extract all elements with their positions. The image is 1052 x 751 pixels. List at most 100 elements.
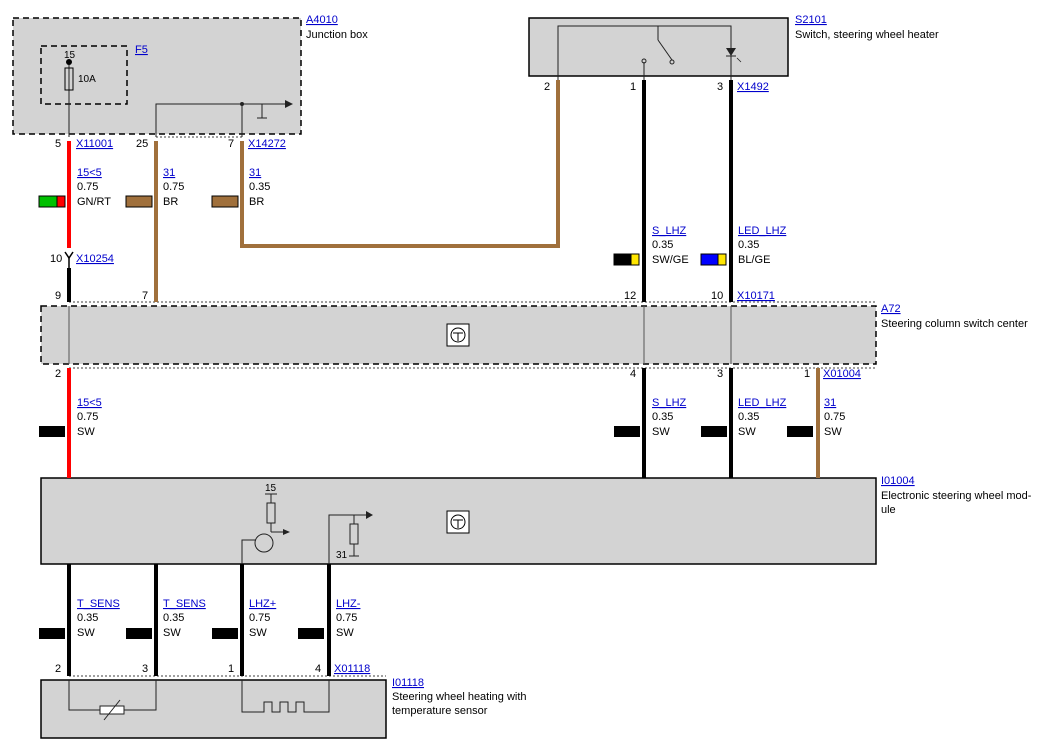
wire-signal[interactable]: T_SENS: [163, 598, 206, 610]
color-swatch-black: [126, 628, 152, 639]
control-unit-icon-circle: [450, 514, 466, 530]
wire-signal[interactable]: S_LHZ: [652, 225, 687, 237]
wire-signal[interactable]: 15<5: [77, 167, 102, 179]
color-swatch-black: [614, 426, 640, 437]
color-swatch-blue: [700, 253, 719, 266]
connector-x11001[interactable]: X11001: [76, 138, 113, 150]
color-swatch-black: [613, 253, 632, 266]
color-swatch-black: [787, 426, 813, 437]
wire-signal[interactable]: S_LHZ: [652, 397, 687, 409]
thermistor-arrow: [103, 699, 121, 721]
wire-31-b[interactable]: [240, 80, 560, 248]
wire-color: GN/RT: [77, 196, 111, 208]
wire-size: 0.35: [738, 239, 759, 251]
wire-signal[interactable]: 15<5: [77, 397, 102, 409]
transistor-base-line: [241, 539, 255, 568]
switch-terminal: [641, 58, 647, 64]
component-name-a72: Steering column switch center: [881, 318, 1028, 330]
wire-size: 0.35: [163, 612, 184, 624]
color-swatch-brown: [125, 195, 153, 208]
component-name-i01118-line1: Steering wheel heating with: [392, 691, 527, 703]
wire-size: 0.75: [77, 411, 98, 423]
connector-x14272[interactable]: X14272: [248, 138, 286, 150]
wire-signal[interactable]: T_SENS: [77, 598, 120, 610]
wire-signal[interactable]: LHZ-: [336, 598, 361, 610]
component-name-i01004-line2: ule: [881, 504, 896, 516]
wire-size: 0.75: [824, 411, 845, 423]
wire-size: 0.35: [652, 411, 673, 423]
component-id-s2101[interactable]: S2101: [795, 14, 827, 26]
control-unit-icon-circle: [450, 327, 466, 343]
led-icon: [726, 48, 736, 56]
connector-x10171[interactable]: X10171: [737, 290, 775, 302]
steering-wheel-heating-i01118[interactable]: [40, 679, 387, 739]
fuse-pin-label: 15: [64, 50, 76, 61]
wire-signal[interactable]: 31: [163, 167, 175, 179]
pin-number: 10: [50, 253, 62, 265]
color-swatch-black: [39, 628, 65, 639]
wire-signal[interactable]: 31: [249, 167, 261, 179]
wire-signal[interactable]: 31: [824, 397, 836, 409]
color-swatch-black: [212, 628, 238, 639]
junction-dot: [240, 102, 244, 106]
pin-number: 7: [142, 290, 148, 302]
color-swatch-black: [298, 628, 324, 639]
connector-x10254[interactable]: X10254: [76, 253, 114, 265]
wire-size: 0.75: [249, 612, 270, 624]
switch-contact-icon: [657, 39, 673, 61]
wire-color: SW: [652, 426, 670, 438]
wire-color: SW/GE: [652, 254, 689, 266]
wire-size: 0.75: [77, 181, 98, 193]
wire-color: BR: [249, 196, 264, 208]
wire-signal[interactable]: LED_LHZ: [738, 225, 787, 237]
wire-color: SW: [163, 627, 181, 639]
pin-number: 10: [711, 290, 723, 302]
wire-color: BR: [163, 196, 178, 208]
wire-signal[interactable]: LED_LHZ: [738, 397, 787, 409]
pin-number: 4: [630, 368, 636, 380]
arrow-right-icon: [366, 511, 373, 519]
wire-size: 0.35: [249, 181, 270, 193]
component-name-i01004-line1: Electronic steering wheel mod-: [881, 490, 1032, 502]
pin-number: 12: [624, 290, 636, 302]
component-name-a4010: Junction box: [306, 29, 368, 41]
arrow-right-icon: [285, 100, 293, 108]
fuse-f5-box: [40, 45, 128, 105]
component-name-i01118-line2: temperature sensor: [392, 705, 488, 717]
component-id-a72[interactable]: A72: [881, 303, 901, 315]
color-swatch-black: [701, 426, 727, 437]
wire-color: SW: [738, 426, 756, 438]
connector-x01118[interactable]: X01118: [334, 663, 370, 675]
pin-number: 3: [142, 663, 148, 675]
color-swatch-yellow: [717, 253, 727, 266]
junction-box-a4010[interactable]: [12, 17, 302, 135]
wire-color: SW: [77, 426, 95, 438]
wire-color: SW: [824, 426, 842, 438]
component-id-f5[interactable]: F5: [135, 44, 148, 56]
connector-x01004[interactable]: X01004: [823, 368, 861, 380]
arrow-right-icon: [283, 529, 290, 535]
pin-number: 9: [55, 290, 61, 302]
switch-terminal: [669, 59, 675, 65]
pin-number: 1: [228, 663, 234, 675]
pin-number: 1: [630, 81, 636, 93]
component-id-a4010[interactable]: A4010: [306, 14, 338, 26]
component-id-i01004[interactable]: I01004: [881, 475, 915, 487]
color-swatch-black: [39, 426, 65, 437]
pin-number: 1: [804, 368, 810, 380]
connector-x1492[interactable]: X1492: [737, 81, 769, 93]
fuse-rating-label: 10A: [78, 74, 96, 85]
pin-number: 2: [544, 81, 550, 93]
wire-size: 0.35: [77, 612, 98, 624]
pin-number: 4: [315, 663, 321, 675]
transistor-icon: [254, 533, 274, 553]
wire-size: 0.35: [652, 239, 673, 251]
heating-element-icon: [241, 680, 330, 713]
wire-color: SW: [77, 627, 95, 639]
component-id-i01118[interactable]: I01118: [392, 677, 424, 689]
control-unit-icon-mark: [453, 519, 463, 528]
wire-signal[interactable]: LHZ+: [249, 598, 276, 610]
pin-number: 5: [55, 138, 61, 150]
pin-number: 25: [136, 138, 148, 150]
